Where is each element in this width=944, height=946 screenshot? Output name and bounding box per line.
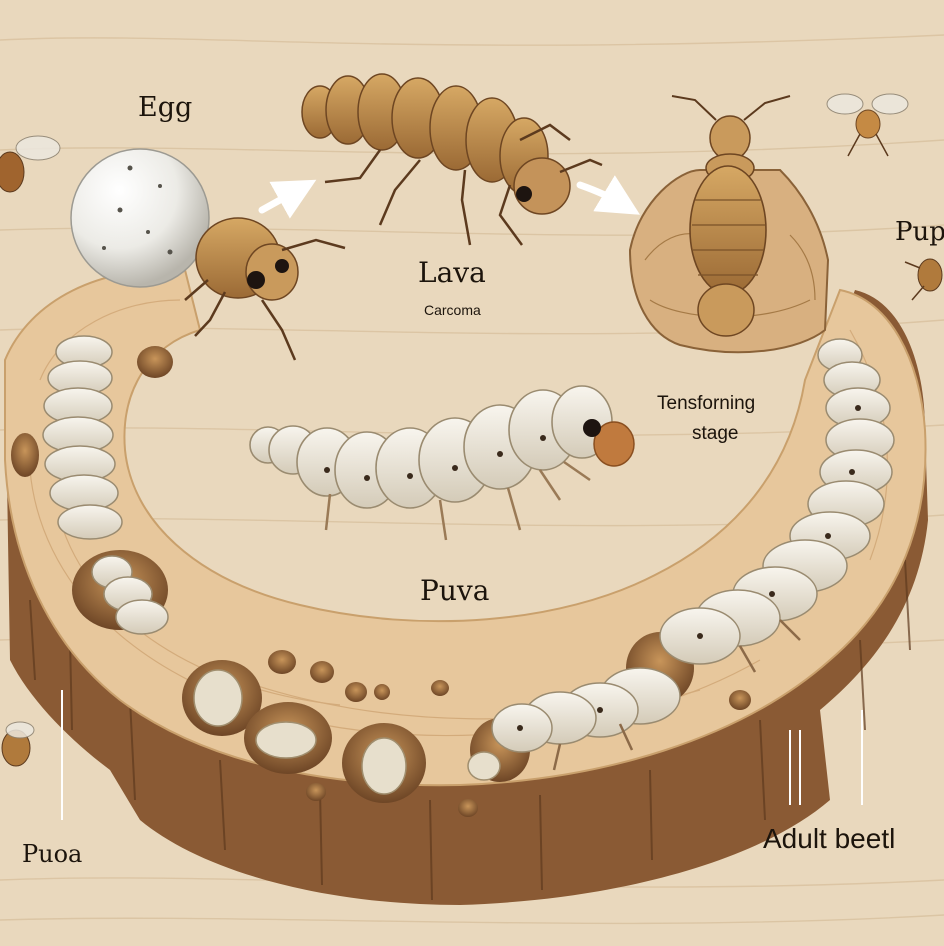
bark-texture <box>29 559 911 901</box>
pupa-icon <box>193 669 501 795</box>
arrow-icon <box>576 175 641 215</box>
beetle-icon <box>184 217 346 361</box>
fly-icon <box>0 135 61 193</box>
label-transforming-line1: Tensforning <box>657 393 756 414</box>
arrow-icon <box>258 179 317 219</box>
label-larva-subtitle: Carcoma <box>424 302 481 318</box>
larva-icon <box>301 73 603 246</box>
larva-icon <box>249 385 635 541</box>
pupa-icon <box>671 95 791 337</box>
fly-icon <box>904 258 943 301</box>
fly-icon <box>1 721 35 767</box>
larva-icon <box>491 338 895 771</box>
label-transforming-line2: stage <box>692 423 739 444</box>
pupa-cocoon <box>628 95 830 354</box>
label-adult-beetle: Adult beetl <box>763 823 896 854</box>
label-pupa-top-right: Pup <box>895 217 944 247</box>
label-bottom-left: Puoa <box>22 840 83 868</box>
leader-lines <box>61 690 863 820</box>
label-egg: Egg <box>138 92 193 123</box>
larva-icon <box>42 335 169 635</box>
label-larva: Lava <box>418 256 486 289</box>
fly-icon <box>826 93 909 157</box>
label-center: Puva <box>420 574 490 607</box>
egg-icon <box>70 148 210 288</box>
